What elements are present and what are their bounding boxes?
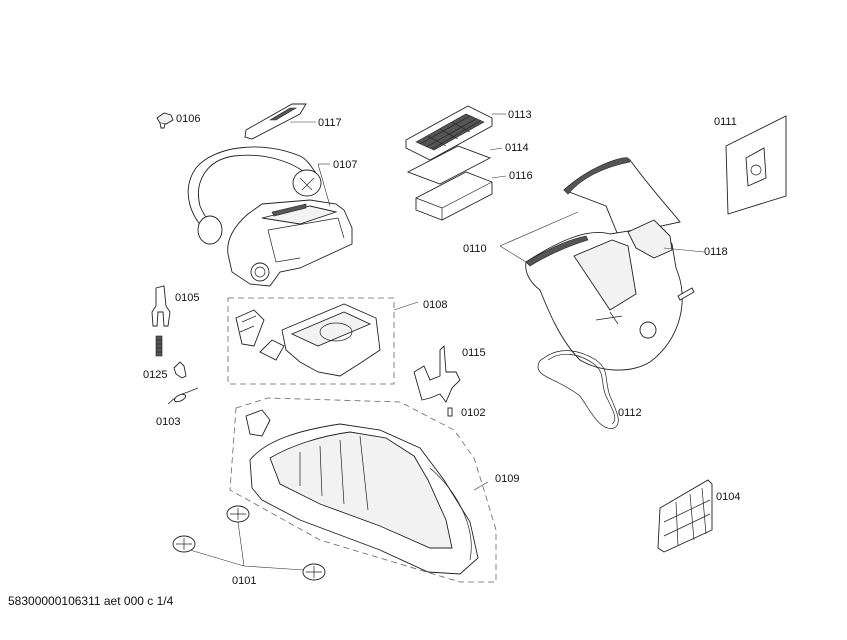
part-0108[interactable] <box>227 297 419 385</box>
label-0106: 0106 <box>176 113 201 125</box>
label-0109: 0109 <box>495 473 520 485</box>
part-0111[interactable] <box>725 115 787 215</box>
part-0105[interactable] <box>151 285 171 357</box>
part-0106[interactable] <box>156 112 174 129</box>
label-0112: 0112 <box>618 407 642 419</box>
part-0110[interactable] <box>499 157 683 371</box>
part-0102[interactable] <box>447 407 453 417</box>
part-0109[interactable] <box>229 397 497 583</box>
label-0111: 0111 <box>714 116 737 128</box>
label-0114: 0114 <box>505 142 529 154</box>
part-0104[interactable] <box>657 479 713 553</box>
label-0113: 0113 <box>508 109 532 121</box>
part-0114[interactable] <box>406 145 503 185</box>
part-0118[interactable] <box>627 219 705 259</box>
label-0117: 0117 <box>318 117 342 129</box>
part-0116[interactable] <box>415 171 507 221</box>
label-0102: 0102 <box>461 407 486 419</box>
part-0125[interactable] <box>173 361 187 379</box>
label-0105: 0105 <box>175 292 200 304</box>
part-0103[interactable] <box>167 387 199 405</box>
part-0112[interactable] <box>537 350 619 429</box>
label-0116: 0116 <box>509 170 533 182</box>
part-0113[interactable] <box>405 105 506 161</box>
part-0115[interactable] <box>413 344 461 403</box>
label-0104: 0104 <box>716 491 741 503</box>
label-0118: 0118 <box>704 246 728 258</box>
label-0125: 0125 <box>143 369 168 381</box>
part-connector-small[interactable] <box>677 287 695 301</box>
label-0110: 0110 <box>463 243 487 255</box>
part-0101[interactable] <box>172 505 326 581</box>
drawing-reference: 58300000106311 aet 000 c 1/4 <box>8 594 174 608</box>
label-0107: 0107 <box>333 159 358 171</box>
label-0108: 0108 <box>423 299 448 311</box>
label-0103: 0103 <box>156 416 181 428</box>
part-0117[interactable] <box>244 103 316 140</box>
label-0101: 0101 <box>232 575 257 587</box>
part-0107[interactable] <box>187 146 353 287</box>
label-0115: 0115 <box>462 347 486 359</box>
